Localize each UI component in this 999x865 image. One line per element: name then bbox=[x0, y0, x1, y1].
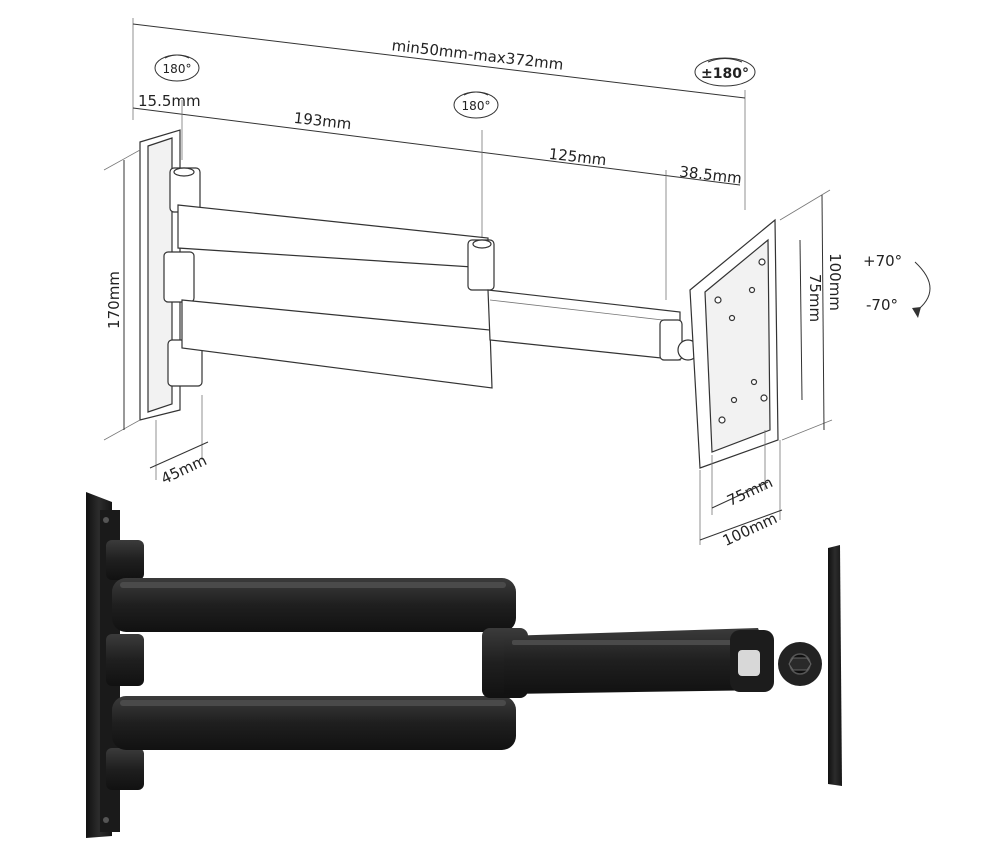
vesa-height-min-label: 75mm bbox=[806, 274, 824, 322]
rotation-head-label: ±180° bbox=[701, 66, 749, 82]
head-offset-label: 38.5mm bbox=[678, 163, 742, 188]
total-length-dim-line bbox=[132, 23, 746, 99]
rotation-badge-middle: 180° bbox=[453, 91, 499, 119]
arm-lower-outline bbox=[181, 299, 493, 389]
wall-offset-label: 15.5mm bbox=[138, 92, 201, 110]
product-render bbox=[86, 492, 842, 838]
rotation-middle-label: 180° bbox=[462, 99, 491, 113]
upper-arm bbox=[112, 578, 516, 632]
vesa-width-max-label: 100mm bbox=[720, 509, 780, 550]
wall-plate-depth-label: 45mm bbox=[158, 451, 209, 488]
rotation-badge-wall: 180° bbox=[154, 54, 200, 82]
line-drawing bbox=[103, 18, 931, 545]
segment-dim-line bbox=[132, 107, 741, 186]
vesa-plate bbox=[828, 545, 842, 786]
tilt-down-label: -70° bbox=[866, 296, 898, 314]
arm-upper-outline bbox=[177, 204, 489, 269]
tilt-up-label: +70° bbox=[863, 252, 902, 270]
total-length-label: min50mm-max372mm bbox=[391, 36, 564, 73]
arm2-length-label: 125mm bbox=[548, 145, 608, 169]
rotation-badge-head: ±180° bbox=[694, 57, 756, 87]
arm-second-outline bbox=[487, 289, 681, 361]
vesa-height-max-label: 100mm bbox=[826, 253, 844, 311]
rotation-wall-label: 180° bbox=[163, 62, 192, 76]
vesa-width-min-label: 75mm bbox=[724, 473, 775, 510]
tilt-arrow bbox=[914, 261, 931, 313]
lower-arm bbox=[112, 696, 516, 750]
wall-plate-height-label: 170mm bbox=[105, 271, 123, 329]
